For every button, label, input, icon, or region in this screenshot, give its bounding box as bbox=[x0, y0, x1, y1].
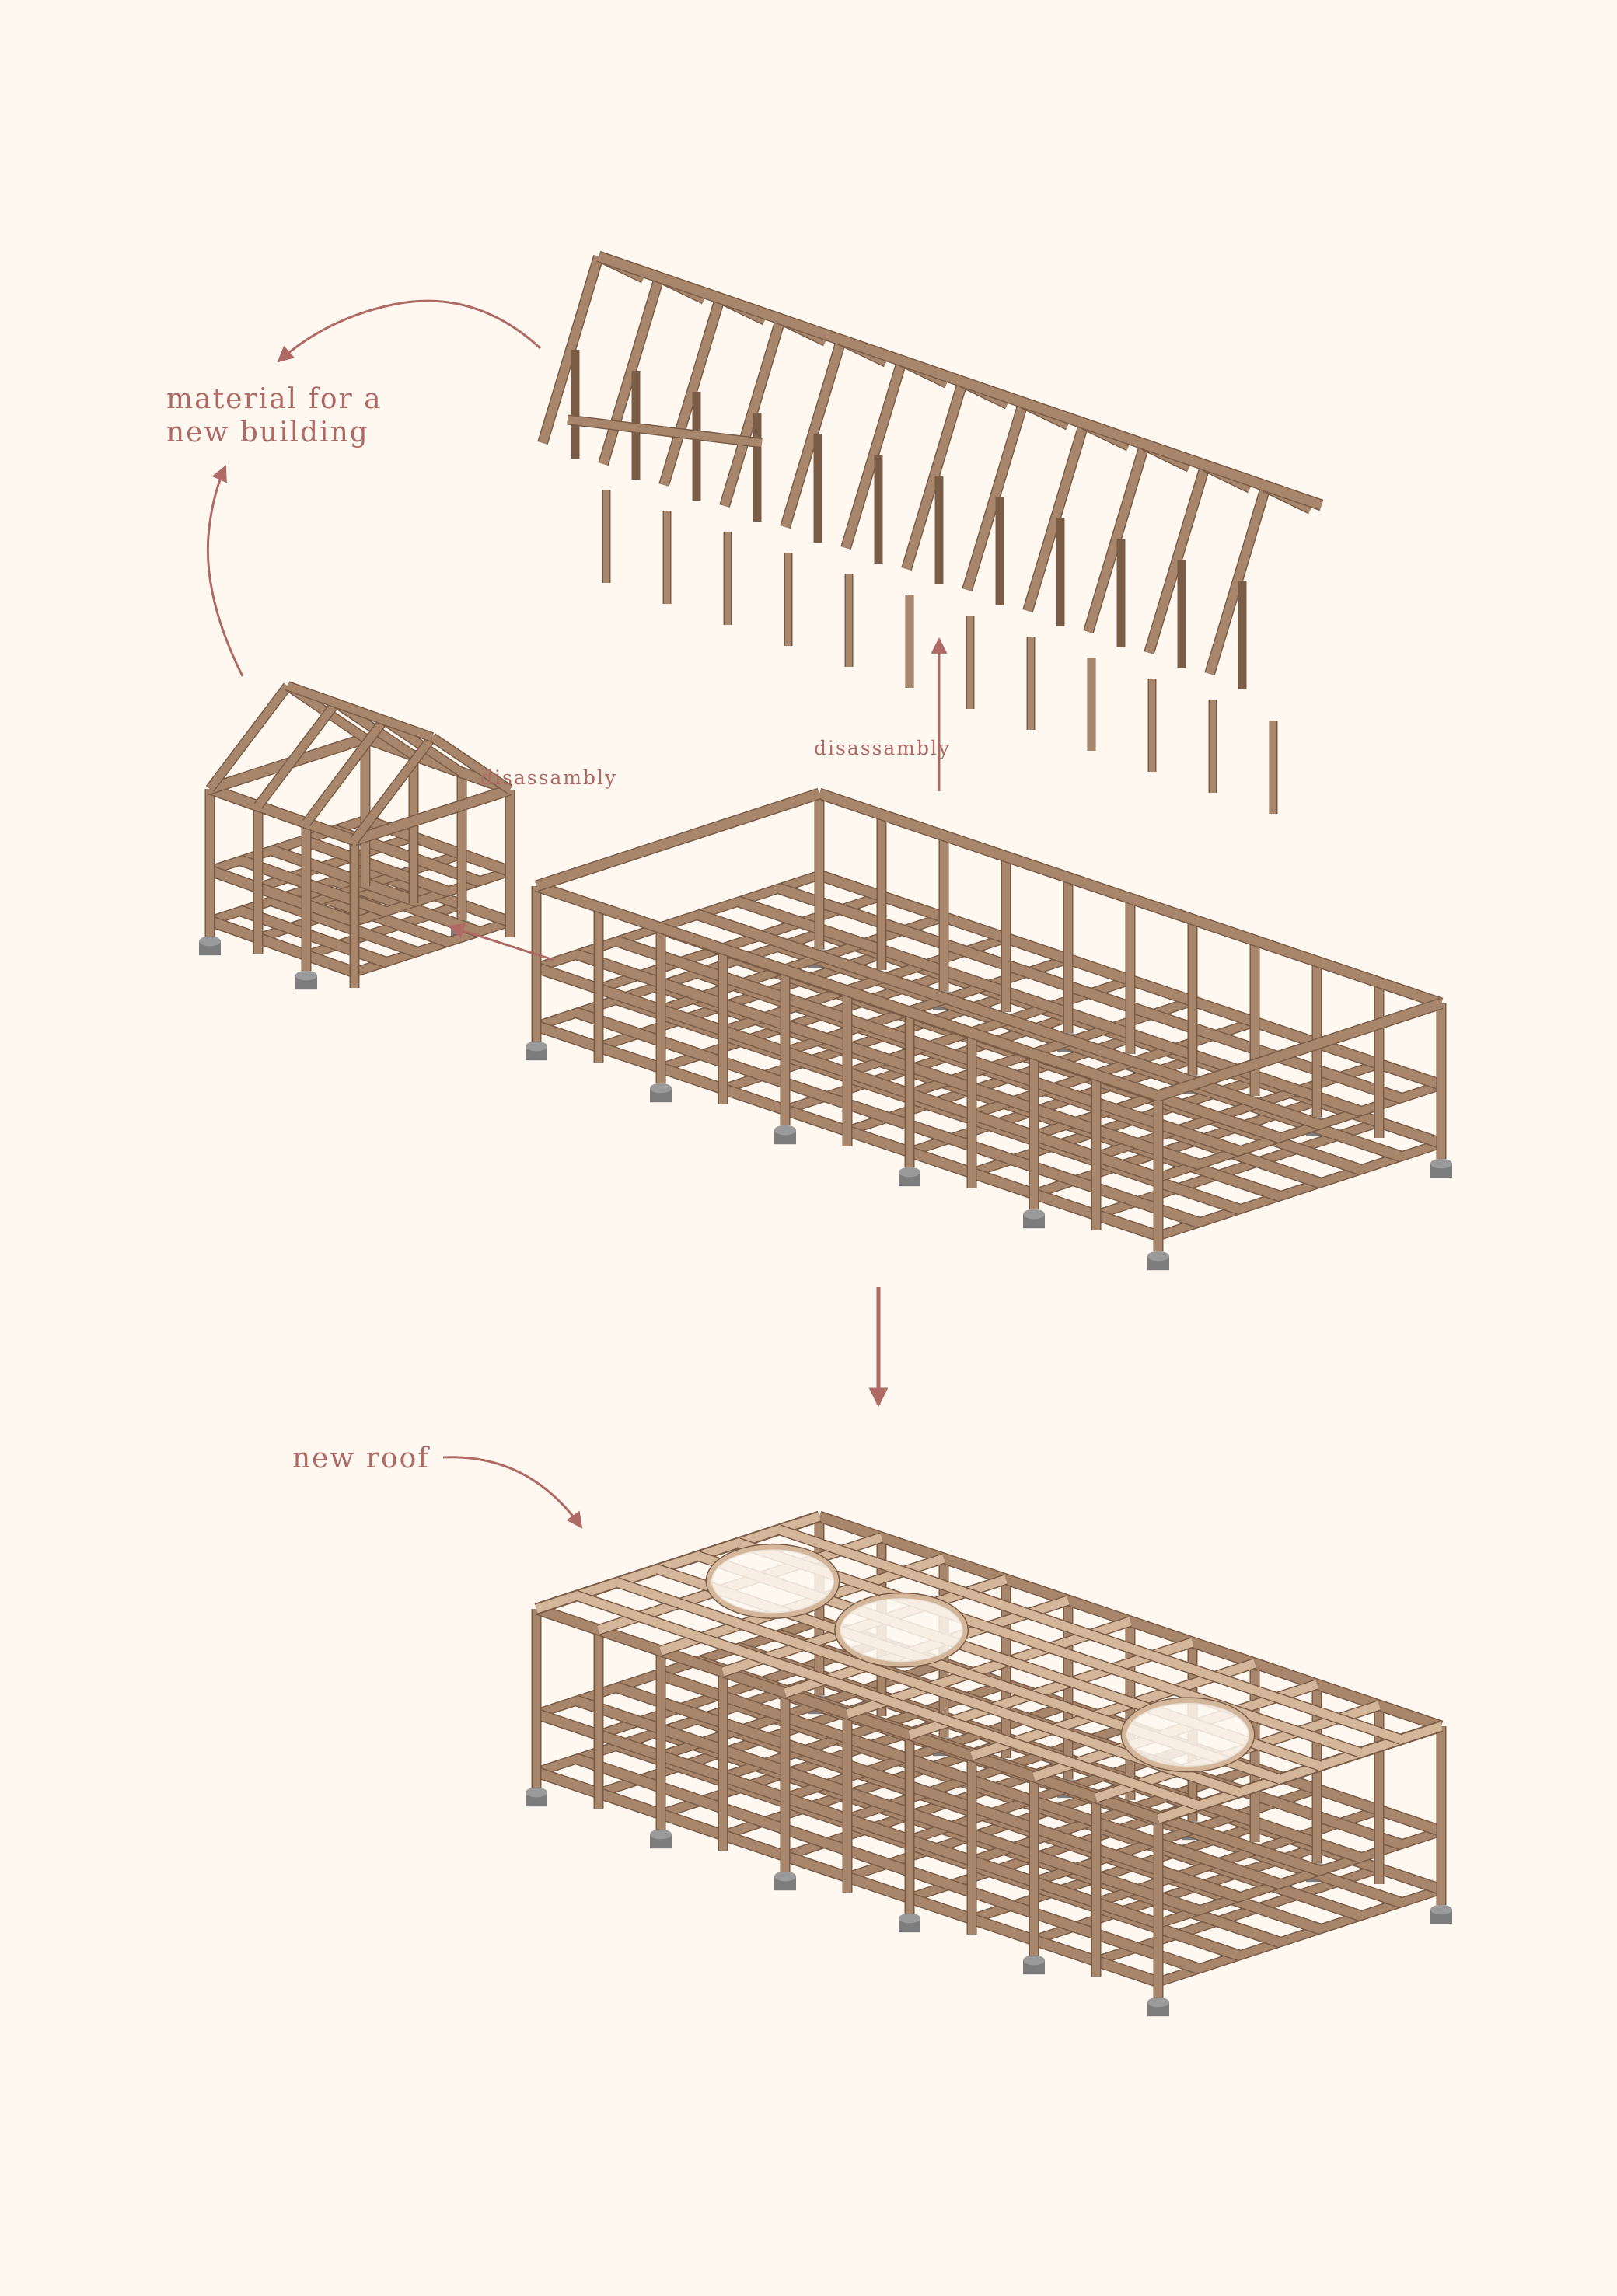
disassembly-arrow-left bbox=[448, 923, 554, 961]
loose-rafter bbox=[1023, 423, 1088, 612]
gable-rafter bbox=[207, 683, 291, 792]
footing-top bbox=[774, 1125, 796, 1136]
loose-rafter bbox=[902, 381, 967, 571]
floor-beam bbox=[239, 906, 388, 967]
existing-structure-frame bbox=[526, 787, 1452, 1271]
floor-beam bbox=[208, 916, 357, 977]
floor-beam bbox=[208, 866, 357, 926]
loose-rafter bbox=[1144, 465, 1210, 654]
gable-rafter bbox=[303, 717, 387, 826]
roof-purlin bbox=[737, 1538, 1362, 1757]
disassembled-roof-timbers bbox=[537, 250, 1324, 814]
loose-rafter bbox=[1205, 486, 1270, 675]
loose-ridge-beam bbox=[597, 252, 1323, 510]
top-plate bbox=[1157, 999, 1443, 1101]
top-plate bbox=[353, 785, 512, 845]
floor-beam bbox=[239, 856, 388, 916]
new-roof-arrow bbox=[442, 1456, 583, 1529]
footing-top bbox=[526, 1041, 547, 1052]
cycle-arrow-top bbox=[277, 299, 542, 363]
top-plate bbox=[363, 734, 512, 794]
loose-rafter bbox=[962, 402, 1028, 591]
floor-beam bbox=[737, 897, 1362, 1116]
ridge-beam bbox=[286, 682, 434, 741]
footing-top bbox=[650, 1083, 672, 1094]
footing-top bbox=[295, 970, 317, 981]
floor-beam bbox=[270, 896, 419, 957]
material-label: material for a new building bbox=[166, 383, 382, 449]
floor-beam bbox=[697, 910, 1322, 1129]
footing-top bbox=[650, 1829, 672, 1840]
loose-rafter bbox=[599, 276, 664, 466]
top-plate bbox=[818, 789, 1443, 1008]
footing-top bbox=[1147, 1997, 1169, 2008]
footing-top bbox=[774, 1871, 796, 1882]
loose-rafter bbox=[720, 318, 785, 508]
top-plate bbox=[535, 789, 821, 891]
loose-rafter bbox=[538, 255, 603, 445]
gable-rafter bbox=[430, 734, 512, 794]
floor-beam bbox=[301, 836, 450, 896]
loose-rafter bbox=[659, 297, 725, 487]
roof-purlin bbox=[575, 1591, 1200, 1810]
floor-beam bbox=[270, 846, 419, 906]
circular-skylight bbox=[1122, 1698, 1254, 1771]
loose-rafter bbox=[841, 360, 906, 550]
loose-tie-beam bbox=[567, 416, 763, 447]
cycle-arrow-left bbox=[206, 465, 244, 677]
roof-purlin bbox=[777, 1525, 1402, 1744]
new-roof-structure-frame bbox=[526, 1510, 1452, 2017]
disassembly-label-right: disassambly bbox=[814, 737, 952, 759]
top-plate bbox=[208, 784, 357, 845]
loose-rafter bbox=[1084, 444, 1149, 633]
small-new-building-frame bbox=[199, 681, 515, 990]
footing-top bbox=[899, 1913, 920, 1924]
footing-top bbox=[899, 1167, 920, 1178]
top-plate bbox=[535, 881, 1160, 1101]
footing-top bbox=[1147, 1251, 1169, 1261]
footing-top bbox=[526, 1787, 547, 1798]
new-roof-label: new roof bbox=[292, 1443, 430, 1474]
gable-rafter bbox=[255, 700, 339, 809]
circular-skylight bbox=[835, 1593, 968, 1667]
gable-rafter bbox=[351, 735, 435, 843]
footing-top bbox=[1430, 1904, 1452, 1915]
disassembly-label-left: disassambly bbox=[480, 766, 618, 789]
footing-top bbox=[199, 936, 221, 947]
footing-top bbox=[1023, 1955, 1045, 1966]
footing-top bbox=[1430, 1158, 1452, 1169]
circular-skylight bbox=[707, 1544, 839, 1618]
footing-top bbox=[1023, 1209, 1045, 1220]
loose-rafter bbox=[781, 339, 846, 529]
